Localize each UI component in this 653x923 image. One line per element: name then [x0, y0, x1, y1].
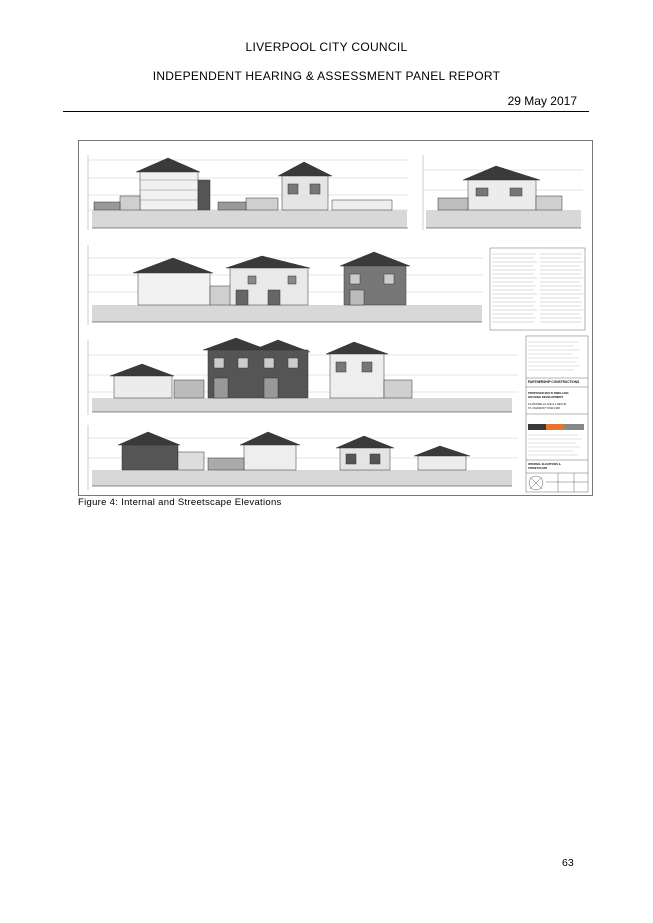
svg-text:PARTNERSHIP CONSTRUCTIONS: PARTNERSHIP CONSTRUCTIONS: [528, 380, 579, 384]
svg-text:13 MAXWELLS AVE & 4 DEVLIN: 13 MAXWELLS AVE & 4 DEVLIN: [528, 402, 566, 406]
report-date: 29 May 2017: [507, 94, 577, 108]
svg-text:ST, ASHCROFT NSW 2168: ST, ASHCROFT NSW 2168: [528, 406, 560, 410]
elevation-row-3: [87, 337, 518, 415]
svg-text:STREETSCAPE: STREETSCAPE: [528, 466, 547, 470]
elevation-row-4: [87, 425, 518, 490]
title-block: PARTNERSHIP CONSTRUCTIONS PROPOSED MULTI…: [525, 335, 589, 493]
council-name: LIVERPOOL CITY COUNCIL: [245, 40, 408, 54]
legend-table: [489, 247, 586, 331]
report-title: INDEPENDENT HEARING & ASSESSMENT PANEL R…: [152, 69, 501, 83]
elevation-row-1-right: [422, 155, 583, 230]
elevations-drawing: PARTNERSHIP CONSTRUCTIONS PROPOSED MULTI…: [78, 140, 593, 496]
svg-text:INTERNAL ELEVATIONS &: INTERNAL ELEVATIONS &: [528, 462, 561, 466]
header-divider: [63, 111, 589, 112]
figure-caption: Figure 4: Internal and Streetscape Eleva…: [78, 497, 282, 508]
svg-text:PROPOSED MULTI DWELLING: PROPOSED MULTI DWELLING: [528, 391, 569, 395]
elevation-row-2: [87, 245, 483, 325]
elevation-row-1: [87, 155, 408, 230]
page-number: 63: [562, 857, 574, 869]
svg-text:HOUSING DEVELOPMENT: HOUSING DEVELOPMENT: [528, 395, 563, 399]
